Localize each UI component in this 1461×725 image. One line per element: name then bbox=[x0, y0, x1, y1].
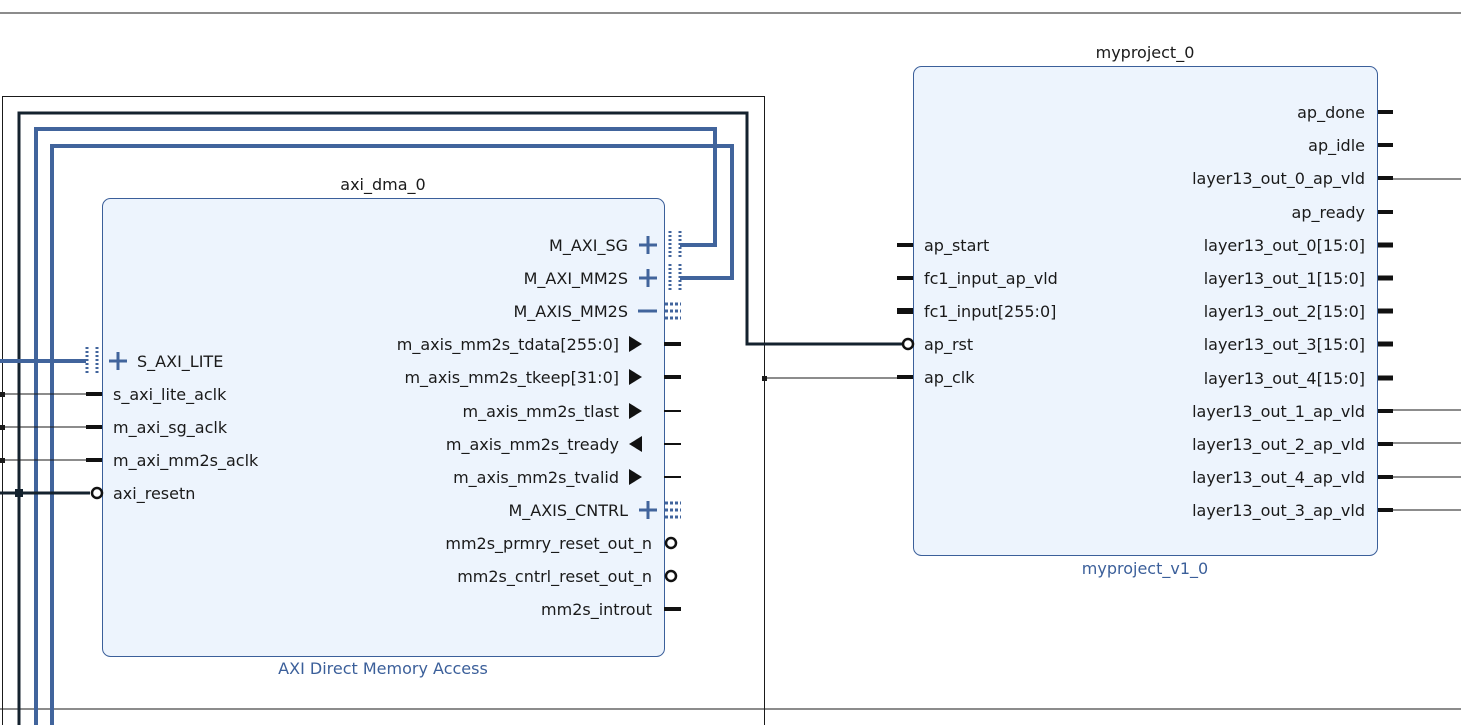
port-label-m-axi-mm2s: M_AXI_MM2S bbox=[524, 269, 628, 289]
net-junction bbox=[762, 376, 767, 381]
port-label-ap-rst: ap_rst bbox=[924, 335, 973, 355]
port-label-axi-resetn: axi_resetn bbox=[113, 484, 195, 504]
port-label-ap-idle: ap_idle bbox=[1308, 136, 1365, 156]
net-junction bbox=[0, 458, 5, 463]
bus-m-axi-mm2s[interactable] bbox=[50, 144, 734, 725]
net-junction bbox=[0, 392, 5, 397]
port-label-s-axi-lite: S_AXI_LITE bbox=[137, 352, 223, 372]
port-label-s-axi-lite-aclk: s_axi_lite_aclk bbox=[113, 385, 227, 405]
active-low-bubble-icon-mm2s-cntrl-reset-out-n[interactable] bbox=[664, 569, 678, 583]
port-label-mm2s-prmry-reset-out-n: mm2s_prmry_reset_out_n bbox=[445, 534, 652, 554]
port-label-ap-ready: ap_ready bbox=[1292, 203, 1365, 223]
output-arrow-icon-m-axis-mm2s-tdata bbox=[629, 336, 642, 352]
port-label-m-axi-sg: M_AXI_SG bbox=[549, 236, 628, 256]
port-label-m-axis-mm2s-tvalid: m_axis_mm2s_tvalid bbox=[453, 468, 619, 488]
port-label-m-axis-mm2s: M_AXIS_MM2S bbox=[513, 302, 628, 322]
port-label-m-axis-mm2s-tkeep: m_axis_mm2s_tkeep[31:0] bbox=[404, 368, 619, 388]
bus-connector-icon-m-axi-sg[interactable] bbox=[668, 231, 682, 259]
port-label-m-axis-mm2s-tdata: m_axis_mm2s_tdata[255:0] bbox=[397, 335, 619, 355]
port-label-mm2s-introut: mm2s_introut bbox=[541, 600, 652, 620]
active-low-bubble-icon-ap-rst[interactable] bbox=[901, 337, 915, 351]
port-label-ap-start: ap_start bbox=[924, 236, 989, 256]
hierarchy-frame bbox=[2, 96, 765, 725]
myproject-block[interactable]: myproject_0 myproject_v1_0 ap_start fc1_i… bbox=[897, 43, 1393, 579]
port-label-layer13-out-3-ap-vld: layer13_out_3_ap_vld bbox=[1192, 501, 1365, 521]
port-label-layer13-out-0-ap-vld: layer13_out_0_ap_vld bbox=[1192, 169, 1365, 189]
port-label-m-axis-cntrl: M_AXIS_CNTRL bbox=[508, 501, 628, 521]
port-label-ap-done: ap_done bbox=[1297, 103, 1365, 123]
port-label-layer13-out-4-ap-vld: layer13_out_4_ap_vld bbox=[1192, 468, 1365, 488]
port-label-layer13-out-1-ap-vld: layer13_out_1_ap_vld bbox=[1192, 402, 1365, 422]
myproject-ports: ap_start fc1_input_ap_vld fc1_input[255:0]… bbox=[897, 103, 1393, 521]
port-label-ap-clk: ap_clk bbox=[924, 368, 975, 388]
myproject-instance-name: myproject_0 bbox=[1096, 43, 1195, 63]
axi-dma-block[interactable]: axi_dma_0 AXI Direct Memory Access S_AXI… bbox=[85, 175, 682, 678]
port-label-layer13-out-1: layer13_out_1[15:0] bbox=[1204, 269, 1365, 289]
expand-plus-icon-m-axi-mm2s[interactable] bbox=[639, 269, 657, 287]
net-junction bbox=[0, 425, 5, 430]
output-arrow-icon-m-axis-mm2s-tvalid bbox=[629, 469, 642, 485]
axi-dma-ports: S_AXI_LITE s_axi_lite_aclk m_axi_sg_aclk m_… bbox=[85, 231, 682, 620]
input-arrow-icon-m-axis-mm2s-tready bbox=[629, 436, 642, 452]
output-arrow-icon-m-axis-mm2s-tlast bbox=[629, 403, 642, 419]
bus-connector-icon-m-axis-cntrl[interactable] bbox=[665, 501, 681, 519]
port-label-layer13-out-2: layer13_out_2[15:0] bbox=[1204, 302, 1365, 322]
port-label-mm2s-cntrl-reset-out-n: mm2s_cntrl_reset_out_n bbox=[457, 567, 652, 587]
axi-dma-ip-name: AXI Direct Memory Access bbox=[278, 659, 488, 678]
expand-plus-icon-m-axi-sg[interactable] bbox=[639, 236, 657, 254]
active-low-bubble-icon-mm2s-prmry-reset-out-n[interactable] bbox=[664, 536, 678, 550]
net-junction bbox=[15, 489, 23, 497]
myproject-ip-name: myproject_v1_0 bbox=[1082, 559, 1208, 579]
port-label-fc1-input: fc1_input[255:0] bbox=[924, 302, 1056, 322]
net-ap-rst[interactable] bbox=[17, 111, 907, 725]
output-arrow-icon-m-axis-mm2s-tkeep bbox=[629, 369, 642, 385]
port-label-m-axis-mm2s-tlast: m_axis_mm2s_tlast bbox=[463, 402, 619, 422]
bus-connector-icon-m-axis-mm2s[interactable] bbox=[665, 302, 681, 320]
expand-plus-icon-m-axis-cntrl[interactable] bbox=[639, 501, 657, 519]
myproject-body[interactable] bbox=[913, 66, 1378, 556]
port-label-fc1-input-ap-vld: fc1_input_ap_vld bbox=[924, 269, 1058, 289]
active-low-bubble-icon-axi-resetn[interactable] bbox=[90, 486, 104, 500]
port-label-layer13-out-0: layer13_out_0[15:0] bbox=[1204, 236, 1365, 256]
port-label-m-axi-mm2s-aclk: m_axi_mm2s_aclk bbox=[113, 451, 259, 471]
axi-dma-body[interactable] bbox=[102, 198, 665, 657]
port-label-layer13-out-3: layer13_out_3[15:0] bbox=[1204, 335, 1365, 355]
port-label-m-axis-mm2s-tready: m_axis_mm2s_tready bbox=[446, 435, 619, 455]
expand-plus-icon-s-axi-lite[interactable] bbox=[109, 352, 127, 370]
port-label-layer13-out-4: layer13_out_4[15:0] bbox=[1204, 369, 1365, 389]
bus-m-axi-sg[interactable] bbox=[34, 127, 717, 725]
port-label-layer13-out-2-ap-vld: layer13_out_2_ap_vld bbox=[1192, 435, 1365, 455]
port-label-m-axi-sg-aclk: m_axi_sg_aclk bbox=[113, 418, 228, 438]
bus-connector-icon-m-axi-mm2s[interactable] bbox=[668, 264, 682, 292]
bus-connector-icon-s-axi-lite[interactable] bbox=[85, 347, 99, 375]
axi-dma-instance-name: axi_dma_0 bbox=[340, 175, 425, 195]
